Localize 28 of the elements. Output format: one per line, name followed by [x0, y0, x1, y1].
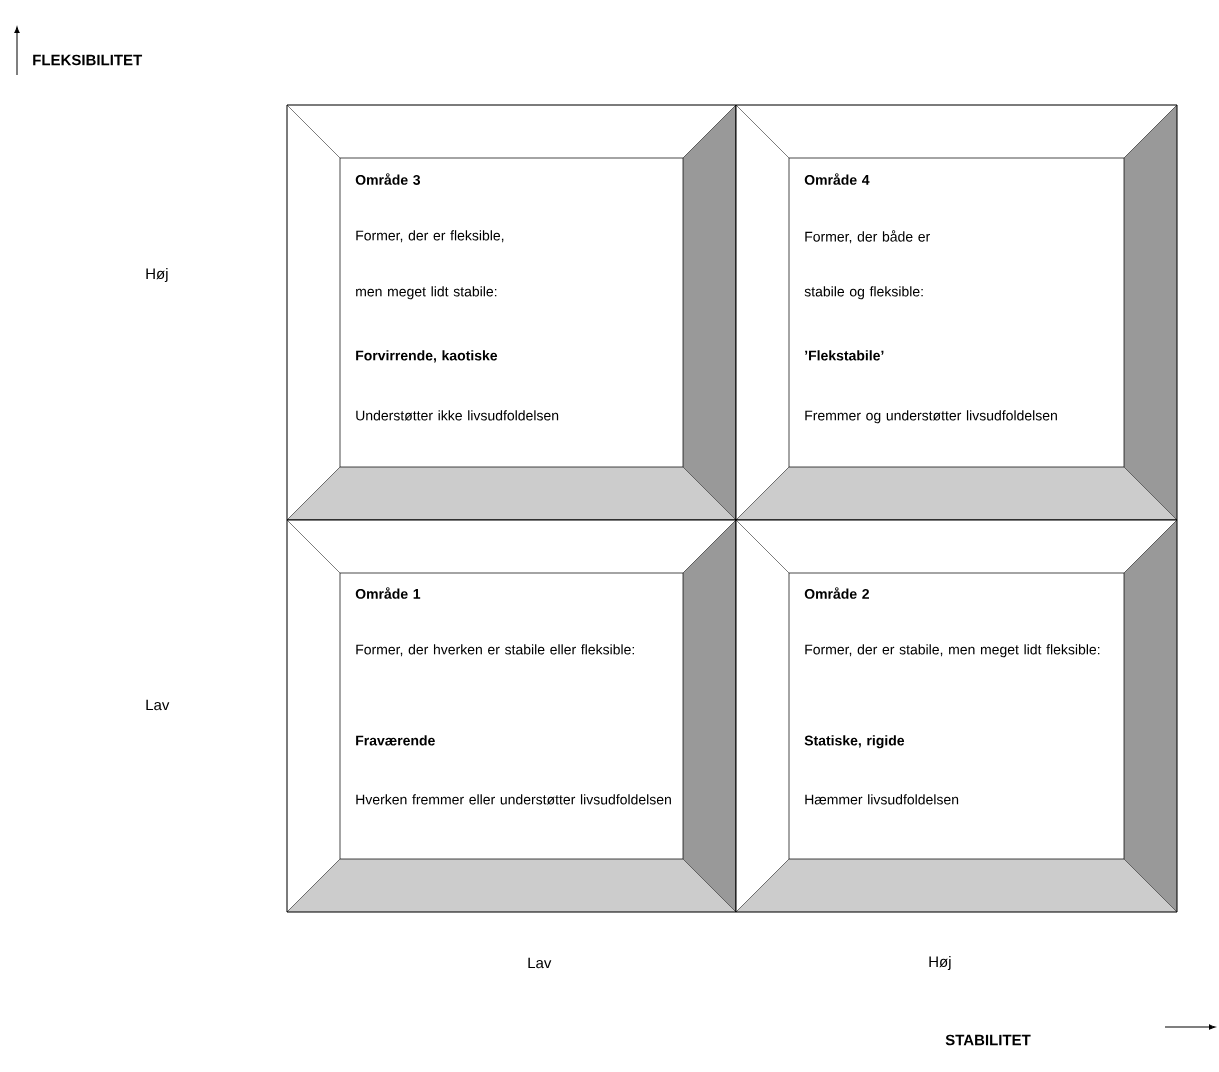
area-text: Fremmer og understøtter livsudfoldelsen — [805, 410, 1057, 424]
area-text: stabile og fleksible: — [804, 286, 923, 300]
axis-level-label: Høj — [929, 956, 951, 970]
bevel-box — [735, 519, 1178, 913]
bevel-box — [735, 104, 1178, 521]
area-text: men meget lidt stabile: — [356, 286, 497, 300]
area-text: Former, der hverken er stabile eller fleksible: — [356, 644, 634, 657]
area-text: Former, der er stabile, men meget lidt fleksible: — [805, 644, 1100, 658]
area-heading: Område 1 — [355, 587, 421, 599]
area-text: Hæmmer livsudfoldelsen — [805, 794, 959, 805]
axis-level-label: Lav — [146, 699, 170, 711]
area-summary: Fraværende — [356, 735, 435, 746]
area-heading: Område 3 — [355, 173, 421, 185]
axis-title: FLEKSIBILITET — [33, 54, 143, 66]
area-text: Former, der er fleksible, — [356, 230, 504, 243]
area-heading: Område 2 — [804, 587, 869, 599]
area-heading: Område 4 — [804, 173, 870, 185]
area-text: Understøtter ikke livsudfoldelsen — [356, 410, 559, 421]
bevel-box — [286, 104, 737, 521]
area-text: Hverken fremmer eller understøtter livsudfoldelsen — [356, 794, 671, 805]
bevel-box — [286, 519, 737, 913]
axis-title: STABILITET — [945, 1034, 1031, 1046]
area-summary: Statiske, rigide — [804, 735, 905, 749]
axis-level-label: Lav — [528, 957, 552, 969]
axis-level-label: Høj — [146, 268, 168, 282]
area-summary: ’Flekstabile’ — [805, 350, 884, 361]
area-summary: Forvirrende, kaotiske — [356, 350, 498, 363]
area-text: Former, der både er — [805, 230, 930, 244]
